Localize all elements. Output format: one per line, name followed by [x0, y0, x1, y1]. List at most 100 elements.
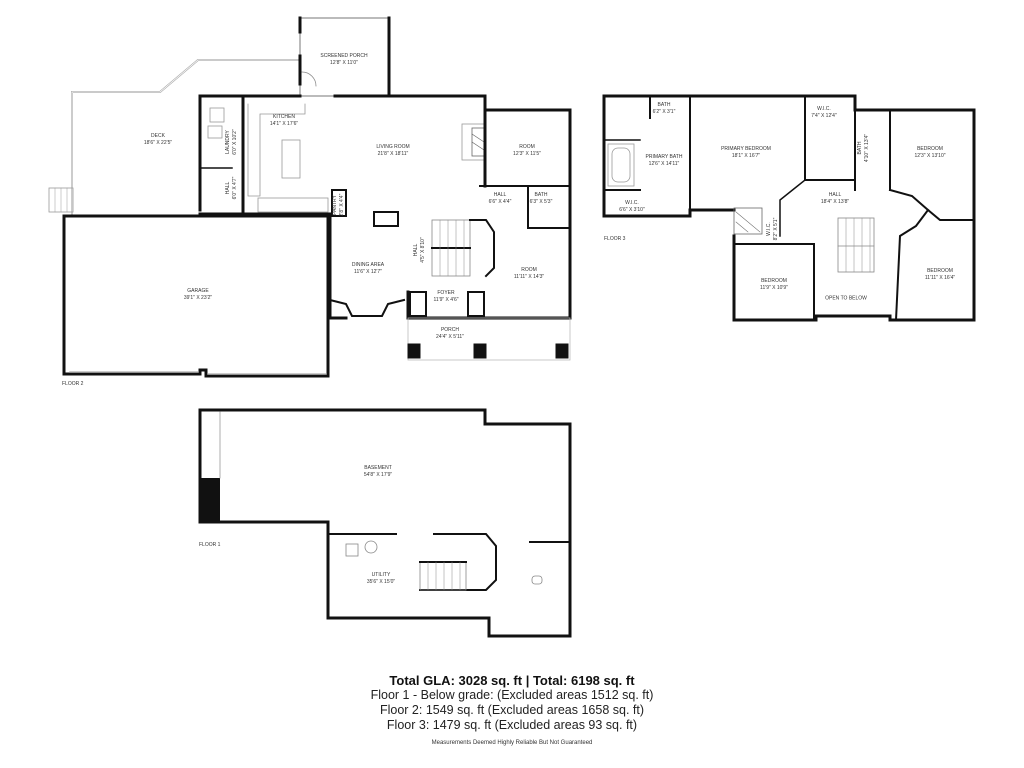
room-dims: 6'6" X 3'10" [619, 207, 645, 213]
room-dims: 6'0" X 10'2" [232, 129, 238, 155]
floor-2-plan [48, 16, 572, 378]
room-label-wic-primary-bath: W.I.C.6'6" X 3'10" [619, 200, 644, 214]
room-name: KITCHEN [273, 114, 295, 120]
room-dims: 14'1" X 17'6" [269, 121, 299, 127]
room-name: BEDROOM [927, 268, 953, 274]
floor-2-area: Floor 2: 1549 sq. ft (Excluded areas 165… [379, 703, 645, 717]
room-name: BEDROOM [761, 278, 787, 284]
room-dims: 39'1" X 23'2" [183, 295, 213, 301]
room-name: PANTRY [332, 195, 338, 215]
room-name: W.I.C. [817, 106, 831, 112]
room-name: PORCH [440, 327, 460, 333]
room-name: LAUNDRY [225, 130, 231, 154]
room-dims: 4'5" X 8'10" [420, 237, 426, 263]
room-dims: 6'0" X 4'7" [232, 176, 238, 200]
room-dims: 4'10" X 13'4" [864, 133, 870, 163]
floor-2-tag: FLOOR 2 [62, 381, 84, 387]
total-area: Total GLA: 3028 sq. ft | Total: 6198 sq.… [389, 673, 635, 688]
room-name: UTILITY [371, 572, 391, 578]
area-summary: Total GLA: 3028 sq. ft | Total: 6198 sq.… [0, 673, 1024, 746]
room-name: W.I.C. [625, 200, 639, 206]
room-dims: 54'8" X 17'9" [363, 472, 393, 478]
room-dims: 12'3" X 11'5" [513, 151, 541, 157]
room-label-wic-hall: W.I.C.8'2" X 5'1" [766, 218, 780, 241]
room-name: BATH [657, 102, 671, 108]
room-dims: 18'4" X 13'8" [820, 199, 850, 205]
room-dims: 6'3" X 5'3" [529, 199, 553, 205]
room-name: DECK [151, 133, 165, 139]
room-name: OPEN TO BELOW [825, 295, 867, 302]
room-dims: 18'6" X 22'5" [143, 140, 173, 146]
room-dims: 12'6" X 14'11" [648, 161, 680, 167]
room-name: FOYER [437, 290, 455, 296]
room-name: ROOM [519, 144, 535, 150]
room-dims: 12'8" X 11'0" [330, 60, 358, 66]
room-dims: 6'2" X 3'1" [652, 109, 676, 115]
room-name: HALL [225, 181, 231, 195]
floor-3-tag: FLOOR 3 [604, 236, 626, 242]
room-dims: 24'4" X 5'11" [436, 334, 464, 340]
room-name: BEDROOM [917, 146, 943, 152]
room-name: GARAGE [187, 288, 209, 294]
floor-1-tag: FLOOR 1 [199, 542, 221, 548]
room-name: HALL [413, 243, 419, 257]
room-dims: 18'1" X 16'7" [731, 153, 761, 159]
room-name: LIVING ROOM [376, 144, 410, 150]
room-dims: 11'11" X 14'3" [513, 274, 545, 280]
floor-3-plan [602, 94, 976, 322]
floor-1-plan [198, 408, 572, 638]
room-name: HALL [493, 192, 507, 198]
room-dims: 6'6" X 4'4" [488, 199, 512, 205]
floor-1-area: Floor 1 - Below grade: (Excluded areas 1… [370, 688, 654, 702]
room-dims: 11'11" X 16'4" [924, 275, 956, 281]
room-name: HALL [828, 192, 842, 198]
room-name: PRIMARY BATH [645, 154, 683, 160]
room-label-wic-primary: W.I.C.7'4" X 12'4" [811, 106, 836, 120]
room-dims: 2'8" X 4'4" [339, 193, 345, 217]
disclaimer: Measurements Deemed Highly Reliable But … [431, 740, 593, 746]
room-name: BATH [534, 192, 548, 198]
room-dims: 11'9" X 10'9" [760, 285, 788, 291]
room-name: DINING AREA [351, 262, 385, 268]
room-name: SCREENED PORCH [320, 53, 368, 59]
floor-3-area: Floor 3: 1479 sq. ft (Excluded areas 93 … [386, 718, 638, 732]
room-dims: 7'4" X 12'4" [811, 113, 837, 119]
room-name: W.I.C. [766, 222, 772, 236]
room-dims: 11'9" X 4'6" [433, 297, 459, 303]
room-label-open-to-below: OPEN TO BELOW [825, 296, 867, 303]
room-name: BASEMENT [364, 465, 392, 471]
room-name: PRIMARY BEDROOM [721, 146, 771, 152]
room-dims: 12'3" X 13'10" [914, 153, 946, 159]
room-dims: 35'6" X 15'0" [366, 579, 396, 585]
room-dims: 11'6" X 12'7" [354, 269, 382, 275]
room-name: BATH [857, 141, 863, 155]
room-name: ROOM [521, 267, 537, 273]
room-dims: 21'8" X 18'11" [377, 151, 409, 157]
